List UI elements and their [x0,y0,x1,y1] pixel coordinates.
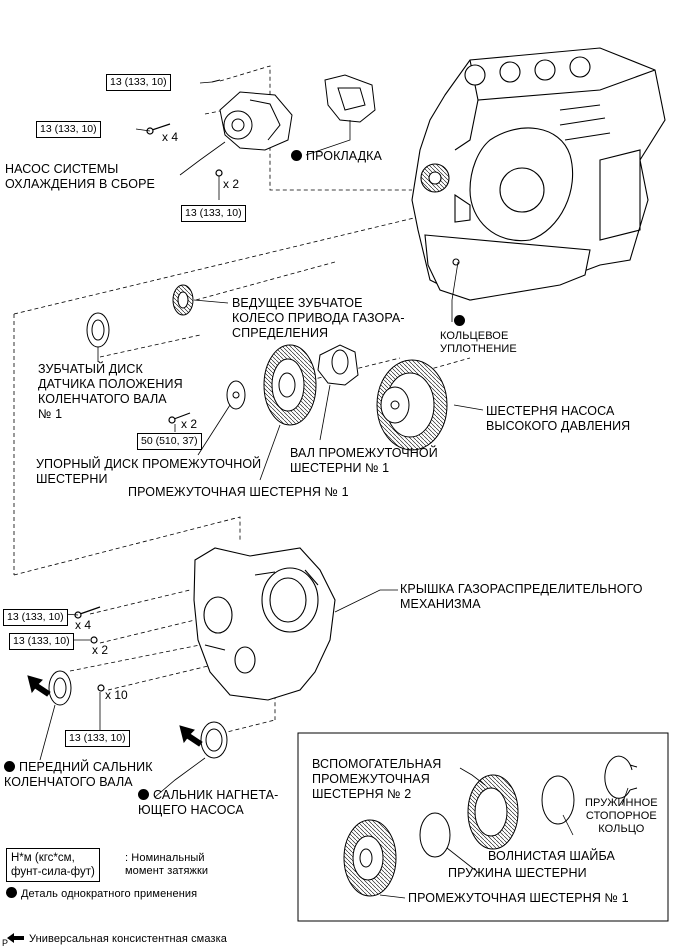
label-gasket-row: ПРОКЛАДКА [291,149,382,164]
gasket-drawing [324,74,376,123]
legend-non-reusable: Деталь однократного применения [21,888,198,900]
legend-torque-box: Н*м (кгс*см, фунт-сила-фут) [6,848,100,882]
qty-cover-small-bolts: x 10 [105,688,128,702]
torque-spec-water-pump-nuts: 13 (133, 10) [181,205,246,222]
crank-sensor-disc-drawing [86,312,110,348]
torque-spec-water-pump-top: 13 (133, 10) [106,74,171,91]
label-water-pump: НАСОС СИСТЕМЫ ОХЛАЖДЕНИЯ В СБОРЕ [5,162,155,191]
label-idler-shaft: ВАЛ ПРОМЕЖУТОЧНОЙ ШЕСТЕРНИ № 1 [290,446,438,475]
legend-grease-row: Универсальная консистентная смазка [6,919,227,946]
label-gasket: ПРОКЛАДКА [306,149,382,163]
label-snap-ring: ПРУЖИННОЕ СТОПОРНОЕ КОЛЬЦО [585,797,658,835]
grease-arrow-icon [7,933,24,943]
qty-water-pump-nuts: x 2 [223,177,240,191]
thrust-plate-drawing [226,380,246,410]
water-pump-drawing [211,79,293,151]
label-gear-spring: ПРУЖИНА ШЕСТЕРНИ [448,866,587,880]
label-front-seal-row: ПЕРЕДНИЙ САЛЬНИК КОЛЕНЧАТОГО ВАЛА [4,760,153,790]
torque-spec-cover-nuts: 13 (133, 10) [9,633,74,650]
legend-torque-desc: : Номинальный момент затяжки [125,852,209,877]
label-idler-gear-1-inset: ПРОМЕЖУТОЧНАЯ ШЕСТЕРНЯ № 1 [408,891,629,905]
drive-gear-drawing [172,284,194,316]
leader-lines [39,81,484,798]
label-drive-gear: ВЕДУЩЕЕ ЗУБЧАТОЕ КОЛЕСО ПРИВОДА ГАЗОРА- … [232,296,405,340]
label-timing-cover: КРЫШКА ГАЗОРАСПРЕДЕЛИТЕЛЬНОГО МЕХАНИЗМА [400,582,643,611]
inset-parts-drawing [343,755,638,897]
legend-grease: Универсальная консистентная смазка [29,933,227,945]
label-crank-sensor-disc: ЗУБЧАТЫЙ ДИСК ДАТЧИКА ПОЛОЖЕНИЯ КОЛЕНЧАТ… [38,362,183,421]
non-reusable-dot-icon [138,789,149,800]
torque-spec-idler-shaft: 50 (510, 37) [137,433,202,450]
label-pump-seal: САЛЬНИК НАГНЕТА- ЮЩЕГО НАСОСА [138,788,279,817]
non-reusable-dot-icon [6,887,17,898]
idler-shaft-drawing [317,344,359,386]
qty-cover-nuts: x 2 [92,643,109,657]
label-sub-gear-2: ВСПОМОГАТЕЛЬНАЯ ПРОМЕЖУТОЧНАЯ ШЕСТЕРНЯ №… [312,757,442,801]
qty-idler-shaft-bolts: x 2 [181,417,198,431]
qty-cover-bolts: x 4 [75,618,92,632]
inset-frame [297,732,669,922]
legend-non-reusable-row: Деталь однократного применения [6,887,197,901]
qty-water-pump-bolts: x 4 [162,130,179,144]
non-reusable-dot-icon [291,150,302,161]
label-front-seal: ПЕРЕДНИЙ САЛЬНИК КОЛЕНЧАТОГО ВАЛА [4,760,153,789]
label-o-ring: КОЛЬЦЕВОЕ УПЛОТНЕНИЕ [440,330,517,355]
label-pump-seal-row: САЛЬНИК НАГНЕТА- ЮЩЕГО НАСОСА [138,788,278,818]
idler-gear-drawing [263,344,317,426]
non-reusable-dot-icon [454,315,465,326]
timing-cover-drawing [193,547,336,701]
label-hp-pump-gear: ШЕСТЕРНЯ НАСОСА ВЫСОКОГО ДАВЛЕНИЯ [486,404,631,433]
pump-seal-drawing [200,721,228,759]
torque-spec-cover-bolts: 13 (133, 10) [3,609,68,626]
bolts-drawing [74,123,223,692]
label-thrust-plate: УПОРНЫЙ ДИСК ПРОМЕЖУТОЧНОЙ ШЕСТЕРНИ [36,457,262,486]
label-idler-gear-1: ПРОМЕЖУТОЧНАЯ ШЕСТЕРНЯ № 1 [128,485,349,499]
label-wave-washer: ВОЛНИСТАЯ ШАЙБА [488,849,615,863]
hp-pump-gear-drawing [376,359,448,451]
torque-spec-cover-small-bolts: 13 (133, 10) [65,730,130,747]
label-o-ring-row [454,314,469,329]
torque-spec-water-pump-bolts: 13 (133, 10) [36,121,101,138]
front-seal-drawing [48,670,72,706]
corner-mark: P [2,938,9,948]
inset-leader-lines [379,767,629,899]
grease-arrows [27,675,203,747]
non-reusable-dot-icon [4,761,15,772]
engine-block-drawing [411,47,666,301]
